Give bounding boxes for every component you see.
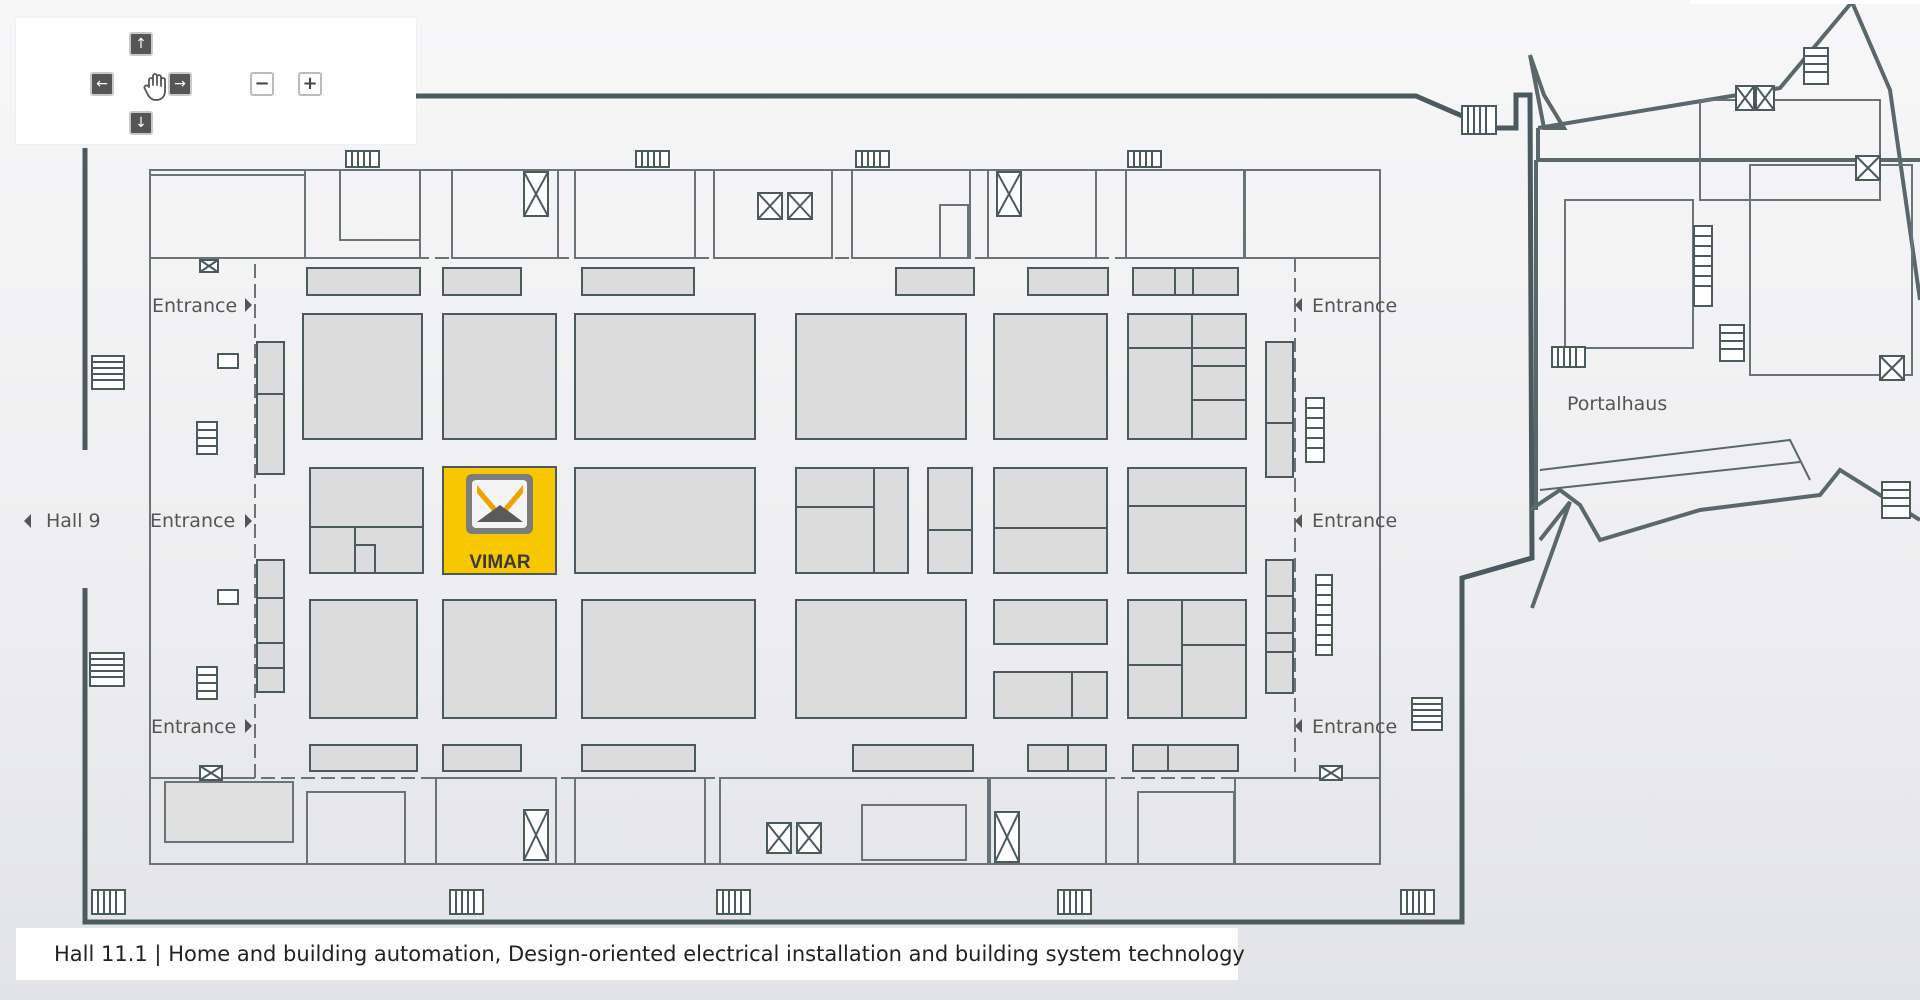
bottom-rooms [164, 777, 1381, 865]
pan-left-button[interactable]: ← [90, 72, 114, 96]
entrance-label-left-2: Entrance [150, 510, 235, 532]
portalhaus-label[interactable]: Portalhaus [1567, 393, 1667, 415]
map-navigation-controls: ↑ ← → ↓ − + [16, 18, 416, 144]
hall9-label[interactable]: Hall 9 [46, 510, 101, 532]
entrance-label-left-3: Entrance [151, 716, 236, 738]
entrance-arrows [24, 298, 1302, 733]
entrance-label-right-3: Entrance [1312, 716, 1397, 738]
booths[interactable] [256, 267, 1294, 772]
elevator-icons [199, 85, 1905, 863]
stair-icons [89, 47, 1911, 915]
entrance-label-right-1: Entrance [1312, 295, 1397, 317]
zoom-out-button[interactable]: − [250, 72, 274, 96]
pan-hand-icon[interactable] [140, 70, 174, 104]
pan-up-button[interactable]: ↑ [129, 32, 153, 56]
hall-caption: Hall 11.1 | Home and building automation… [16, 928, 1245, 980]
zoom-in-button[interactable]: + [298, 72, 322, 96]
vimar-logo [466, 474, 533, 534]
annex-walls [1528, 0, 1920, 609]
entrance-label-left-1: Entrance [152, 295, 237, 317]
top-rooms [149, 169, 1381, 259]
entrance-label-right-2: Entrance [1312, 510, 1397, 532]
pan-down-button[interactable]: ↓ [129, 111, 153, 135]
vimar-booth[interactable]: VIMAR [442, 466, 557, 575]
pan-right-button[interactable]: → [168, 72, 192, 96]
vimar-logo-text: VIMAR [469, 552, 531, 573]
top-right-panel-edge [1690, 0, 1920, 4]
